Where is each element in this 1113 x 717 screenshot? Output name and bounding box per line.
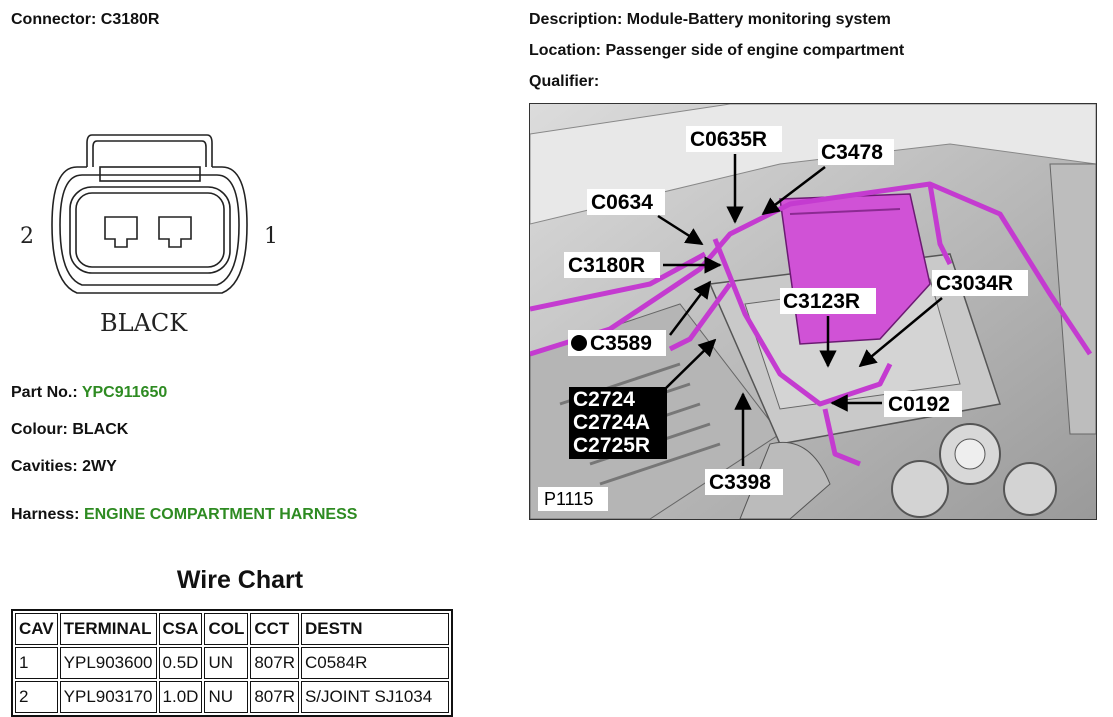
callout-c2724a: C2724A [573,411,650,434]
table-row: 1 YPL903600 0.5D UN 807R C0584R [15,647,449,679]
qualifier-label: Qualifier: [529,73,600,90]
bullet-marker [571,335,587,351]
cell-col: NU [204,681,249,713]
location-line: Location: Passenger side of engine compa… [529,42,904,60]
col-terminal-header: TERMINAL [59,613,157,645]
cell-col: UN [204,647,249,679]
callout-c2725r: C2725R [573,434,650,457]
connector-colour-caption: BLACK [100,309,188,337]
wire-chart-title: Wire Chart [176,566,304,594]
qualifier-line: Qualifier: [529,73,599,91]
description-value: Module-Battery monitoring system [626,11,891,28]
callout-c3589: C3589 [590,332,652,355]
col-destn-header: DESTN [300,613,449,645]
connector-face-diagram: 2 1 BLACK [20,134,278,337]
cell-terminal: YPL903600 [59,647,157,679]
connector-label: Connector: [11,11,97,28]
location-value: Passenger side of engine compartment [605,42,905,59]
cavities-line: Cavities: 2WY [11,458,117,476]
cell-cav: 1 [15,647,58,679]
photo-reference: P1115 [544,489,593,509]
callout-c3398: C3398 [709,471,771,494]
cell-destn: C0584R [300,647,449,679]
connector-value: C3180R [100,11,160,28]
callout-c3478: C3478 [821,141,883,164]
pin-1-label: 1 [264,224,278,249]
description-label: Description: [529,11,623,28]
col-col-header: COL [204,613,249,645]
harness-link[interactable]: ENGINE COMPARTMENT HARNESS [83,506,358,523]
cavities-value: 2WY [82,458,117,475]
col-cav-header: CAV [15,613,58,645]
description-line: Description: Module-Battery monitoring s… [529,11,891,29]
harness-routing [530,181,1093,467]
wire-chart-table: CAV TERMINAL CSA COL CCT DESTN 1 YPL9036… [11,609,453,717]
harness-line: Harness: ENGINE COMPARTMENT HARNESS [11,506,357,524]
location-label: Location: [529,42,601,59]
engine-compartment-location-image: C0635R C3478 C0634 C3180R C3123R C3034R … [529,103,1097,520]
part-no-line: Part No.: YPC911650 [11,384,167,402]
part-no-label: Part No.: [11,384,78,401]
callout-c3180r: C3180R [568,254,645,277]
callout-c3034r: C3034R [936,272,1013,295]
wire-chart-header-row: CAV TERMINAL CSA COL CCT DESTN [15,613,449,645]
callout-c0634: C0634 [591,191,653,214]
colour-label: Colour: [11,421,68,438]
cell-terminal: YPL903170 [59,681,157,713]
callout-c0192: C0192 [888,393,950,416]
callout-c2724: C2724 [573,388,635,411]
cell-cct: 807R [250,647,299,679]
cell-destn: S/JOINT SJ1034 [300,681,449,713]
callout-c0635r: C0635R [690,128,767,151]
pin-2-label: 2 [20,224,34,249]
cell-csa: 0.5D [158,647,203,679]
cell-csa: 1.0D [158,681,203,713]
colour-value: BLACK [72,421,129,438]
cell-cct: 807R [250,681,299,713]
colour-line: Colour: BLACK [11,421,128,439]
cavities-label: Cavities: [11,458,78,475]
table-row: 2 YPL903170 1.0D NU 807R S/JOINT SJ1034 [15,681,449,713]
cell-cav: 2 [15,681,58,713]
part-no-link[interactable]: YPC911650 [81,384,168,401]
callout-c3123r: C3123R [783,290,860,313]
callout-group: C0635R C3478 C0634 C3180R C3123R C3034R … [538,126,1028,511]
connector-line: Connector: C3180R [11,11,159,29]
col-csa-header: CSA [158,613,203,645]
harness-label: Harness: [11,506,80,523]
col-cct-header: CCT [250,613,299,645]
